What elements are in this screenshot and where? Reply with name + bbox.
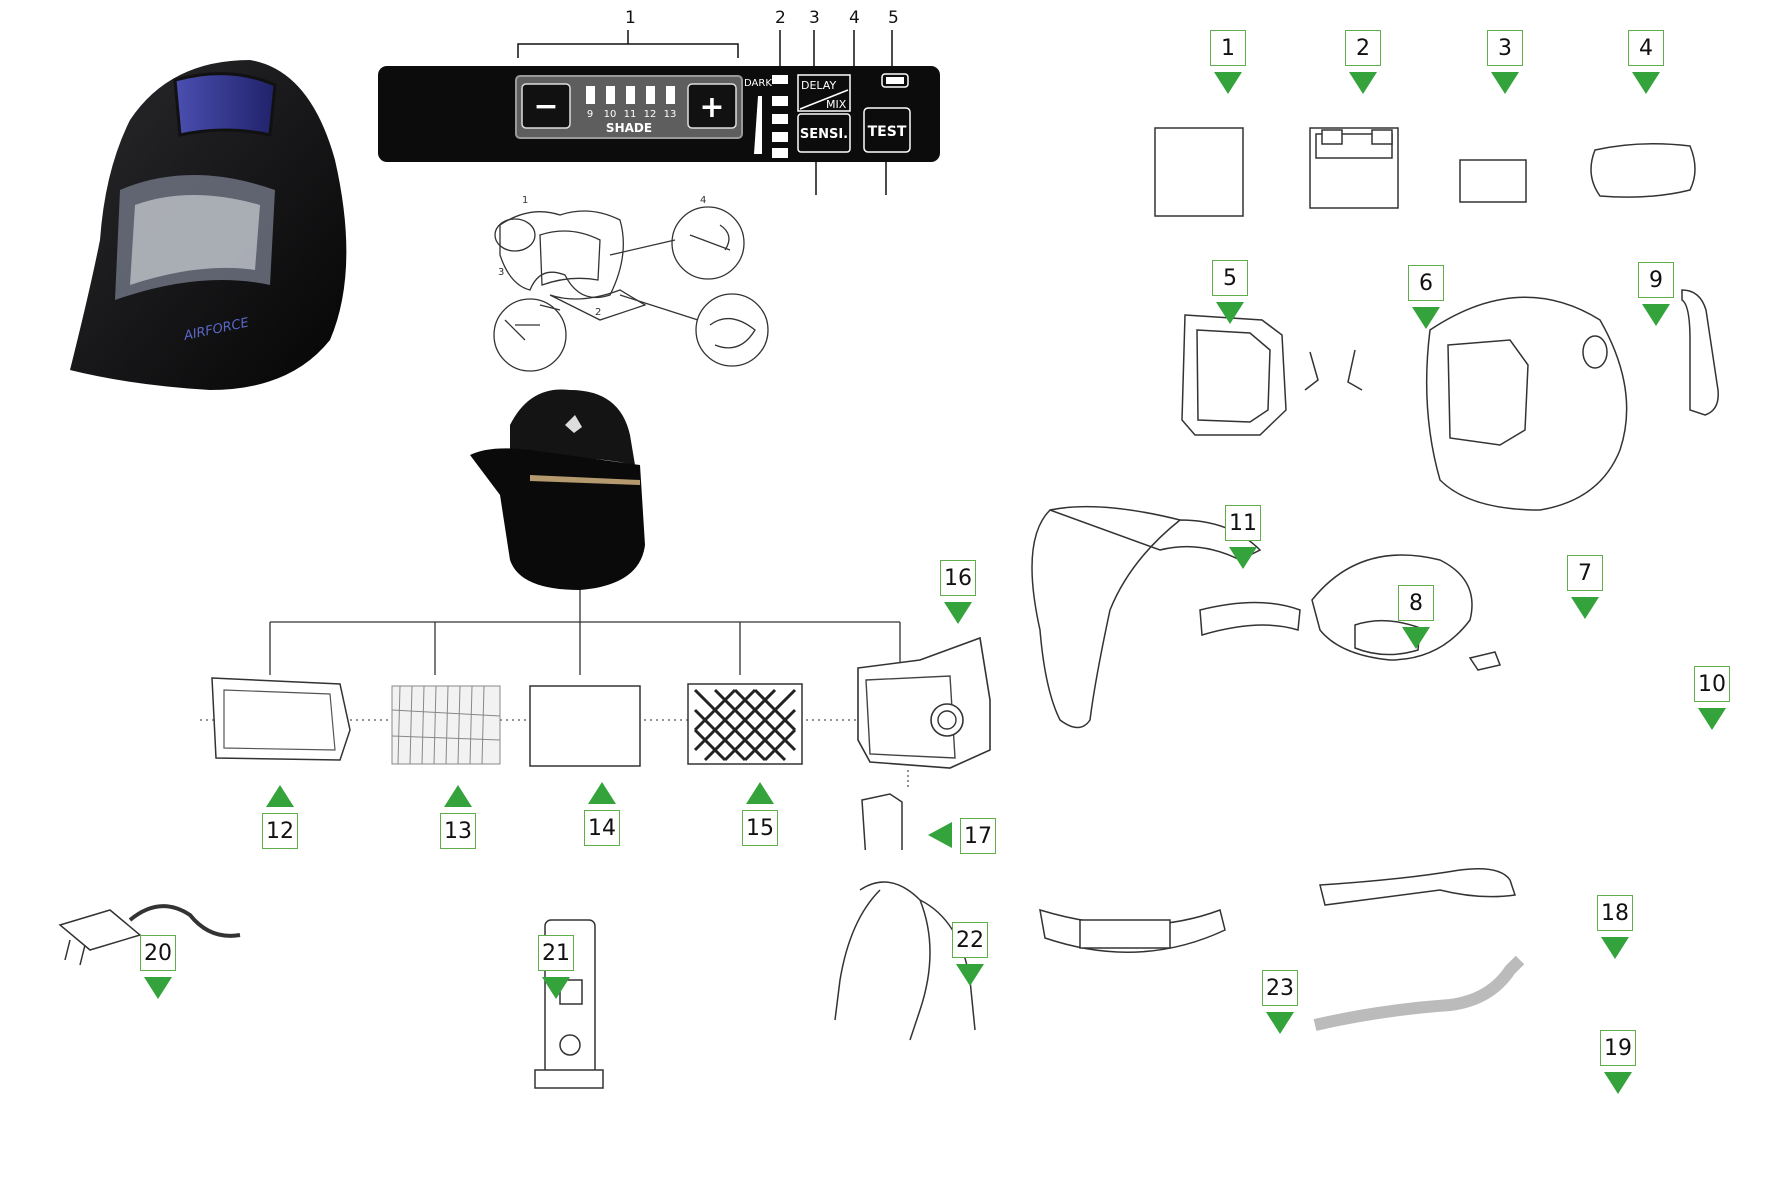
callout-16: 16 [940, 560, 976, 624]
callout-13: 13 [440, 785, 476, 849]
callout-number-13: 13 [440, 813, 476, 849]
callout-9: 9 [1638, 262, 1674, 326]
callout-arrow-icon [1604, 1072, 1632, 1094]
callout-12: 12 [262, 785, 298, 849]
headgear-number-1: 1 [522, 195, 528, 206]
mix-label: MIX [826, 98, 847, 111]
callout-arrow-icon [1601, 937, 1629, 959]
callout-20: 20 [140, 935, 176, 999]
callout-14: 14 [584, 782, 620, 846]
callout-number-16: 16 [940, 560, 976, 596]
callout-21: 21 [538, 935, 574, 999]
callout-11: 11 [1225, 505, 1261, 569]
callout-5: 5 [1212, 260, 1248, 324]
headgear-adjustment-diagram: 1 2 3 4 [493, 195, 769, 372]
bottom-parts-drawings [58, 868, 1525, 1089]
callout-arrow-icon [746, 782, 774, 804]
callout-number-20: 20 [140, 935, 176, 971]
welding-helmet-image: AIRFORCE [70, 60, 347, 390]
callout-arrow-icon [144, 977, 172, 999]
panel-number-2: 2 [775, 8, 786, 28]
right-parts-drawings [1031, 127, 1719, 729]
callout-arrow-icon [1491, 72, 1519, 94]
callout-19: 19 [1600, 1030, 1636, 1094]
callout-number-14: 14 [584, 810, 620, 846]
callout-2: 2 [1345, 30, 1381, 94]
callout-number-11: 11 [1225, 505, 1261, 541]
callout-arrow-icon [444, 785, 472, 807]
callout-number-12: 12 [262, 813, 298, 849]
callout-arrow-icon [1412, 307, 1440, 329]
delay-label: DELAY [801, 79, 836, 92]
callout-number-15: 15 [742, 810, 778, 846]
dark-label: DARK [744, 78, 772, 89]
callout-number-3: 3 [1487, 30, 1523, 66]
callout-17: 17 [928, 818, 996, 854]
shade-value-10: 10 [604, 109, 617, 120]
shade-label: SHADE [606, 121, 652, 135]
callout-number-6: 6 [1408, 265, 1444, 301]
callout-15: 15 [742, 782, 778, 846]
callout-arrow-icon [588, 782, 616, 804]
callout-number-7: 7 [1567, 555, 1603, 591]
callout-arrow-icon [542, 977, 570, 999]
sensi-label: SENSI. [800, 127, 848, 142]
callout-number-8: 8 [1398, 585, 1434, 621]
callout-number-9: 9 [1638, 262, 1674, 298]
callout-22: 22 [952, 922, 988, 986]
callout-arrow-icon [1349, 72, 1377, 94]
respirator-unit-image [470, 389, 645, 590]
callout-arrow-icon [1266, 1012, 1294, 1034]
callout-arrow-icon [944, 602, 972, 624]
callout-number-22: 22 [952, 922, 988, 958]
callout-1: 1 [1210, 30, 1246, 94]
callout-arrow-icon [1402, 627, 1430, 649]
panel-number-3: 3 [809, 8, 820, 28]
callout-arrow-icon [1214, 72, 1242, 94]
callout-number-23: 23 [1262, 970, 1298, 1006]
panel-number-1: 1 [625, 8, 636, 28]
control-panel-diagram: − + 9 10 11 12 13 SHADE DARK DELAY MIX SENSI… [378, 30, 940, 195]
callout-7: 7 [1567, 555, 1603, 619]
callout-18: 18 [1597, 895, 1633, 959]
shade-value-11: 11 [624, 109, 637, 120]
shade-value-12: 12 [644, 109, 657, 120]
callout-number-10: 10 [1694, 666, 1730, 702]
callout-arrow-icon [1632, 72, 1660, 94]
callout-arrow-icon [1571, 597, 1599, 619]
callout-8: 8 [1398, 585, 1434, 649]
callout-number-21: 21 [538, 935, 574, 971]
callout-23: 23 [1262, 970, 1298, 1034]
headgear-number-2: 2 [595, 307, 601, 318]
callout-number-5: 5 [1212, 260, 1248, 296]
headgear-number-4: 4 [700, 195, 706, 206]
callout-number-4: 4 [1628, 30, 1664, 66]
plus-symbol: + [699, 90, 724, 125]
panel-number-5: 5 [888, 8, 899, 28]
callout-number-19: 19 [1600, 1030, 1636, 1066]
shade-value-13: 13 [664, 109, 677, 120]
callout-number-17: 17 [960, 818, 996, 854]
callout-arrow-icon [1216, 302, 1244, 324]
callout-3: 3 [1487, 30, 1523, 94]
callout-number-18: 18 [1597, 895, 1633, 931]
callout-arrow-icon [928, 822, 952, 848]
callout-arrow-icon [956, 964, 984, 986]
callout-arrow-icon [1229, 547, 1257, 569]
minus-symbol: − [533, 89, 558, 124]
callout-arrow-icon [1642, 304, 1670, 326]
callout-arrow-icon [266, 785, 294, 807]
callout-number-2: 2 [1345, 30, 1381, 66]
filter-assembly-lines [200, 590, 991, 850]
callout-10: 10 [1694, 666, 1730, 730]
panel-number-4: 4 [849, 8, 860, 28]
headgear-number-3: 3 [498, 267, 504, 278]
callout-number-1: 1 [1210, 30, 1246, 66]
callout-arrow-icon [1698, 708, 1726, 730]
shade-value-9: 9 [587, 109, 593, 120]
callout-4: 4 [1628, 30, 1664, 94]
callout-6: 6 [1408, 265, 1444, 329]
test-label: TEST [868, 124, 907, 140]
